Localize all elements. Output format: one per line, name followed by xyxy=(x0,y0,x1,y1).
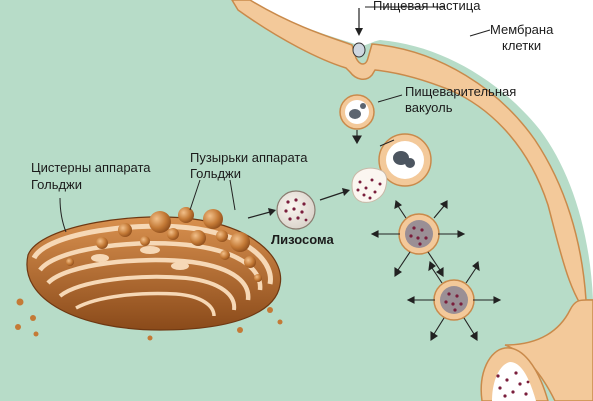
arrow-head xyxy=(342,188,350,196)
exocytosis-opening xyxy=(492,362,536,401)
label-vacuole-line1: Пищеварительная xyxy=(405,84,516,99)
food-particle xyxy=(352,42,366,58)
exocytosis-particles xyxy=(496,371,530,398)
diffusion-arrows xyxy=(352,130,502,342)
label-golgi-vesicles-line2: Гольджи xyxy=(190,166,241,181)
secondary-lysosome-2-particles xyxy=(444,292,463,312)
lysosome-particles xyxy=(284,198,308,222)
lysosome xyxy=(276,190,316,230)
fusing-particles xyxy=(356,178,382,200)
leader-lines xyxy=(59,6,491,233)
cell-membrane xyxy=(231,0,593,321)
golgi-apparatus xyxy=(26,216,282,331)
lysosome-to-vacuole-arrow xyxy=(319,191,345,201)
label-food-particle: Пищевая частица xyxy=(373,0,481,13)
label-membrane-line1: Мембрана xyxy=(490,22,554,37)
golgi-vesicles xyxy=(66,207,262,282)
cell-exterior xyxy=(250,0,593,300)
secondary-lysosome-1-interior xyxy=(405,220,433,248)
golgi-small-vesicles xyxy=(15,298,283,341)
label-golgi-cisternae-line1: Цистерны аппарата xyxy=(31,160,151,175)
arrow-head xyxy=(268,208,276,216)
fusing-food-2 xyxy=(405,158,415,168)
label-golgi-cisternae-line2: Гольджи xyxy=(31,177,82,192)
cell-membrane-lower xyxy=(504,299,593,401)
label-lysosome: Лизосома xyxy=(271,232,334,247)
secondary-lysosome-1-particles xyxy=(409,226,428,246)
vacuole-food xyxy=(349,109,361,119)
label-golgi-vesicles-line1: Пузырьки аппарата xyxy=(190,150,308,165)
secondary-lysosome-2-interior xyxy=(440,286,468,314)
label-vacuole-line2: вакуоль xyxy=(405,100,453,115)
lysosome-fusing xyxy=(351,167,388,203)
lysosome-arrow xyxy=(247,211,271,219)
fusing-food xyxy=(393,151,409,165)
arrow-head xyxy=(355,28,363,36)
label-membrane-line2: клетки xyxy=(502,38,541,53)
vacuole-food-small xyxy=(360,103,366,109)
